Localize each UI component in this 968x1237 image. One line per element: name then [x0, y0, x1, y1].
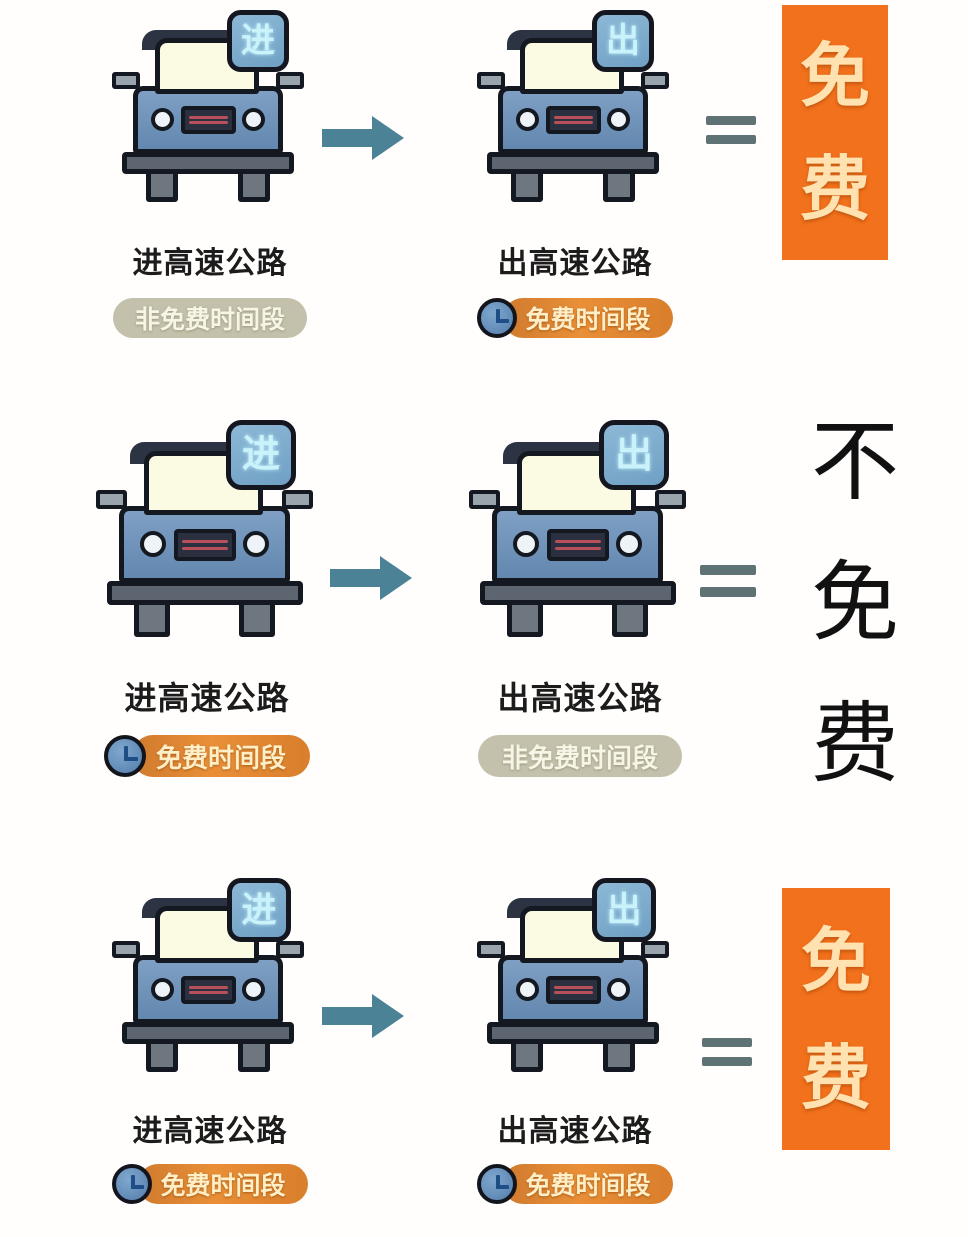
headlight-right-icon — [607, 978, 630, 1001]
car-bumper — [122, 152, 294, 174]
result-text-not-free-row2: 不 免 费 — [810, 410, 899, 795]
entry-cell-row3: 进 进高速公路 免费时间段 — [60, 878, 360, 1204]
entry-cell-row2: 进 进高速公路 免费时间段 — [42, 420, 372, 777]
mirror-right-icon — [276, 72, 304, 89]
car-bumper — [480, 581, 676, 605]
rule-row-both-free: 进 进高速公路 免费时间段 — [0, 860, 968, 1237]
mirror-left-icon — [477, 72, 505, 89]
badge-entry-row2: 免费时间段 — [42, 735, 372, 777]
mirror-left-icon — [112, 941, 140, 958]
mirror-left-icon — [477, 941, 505, 958]
sign-exit-icon: 出 — [592, 10, 654, 72]
car-grille — [546, 976, 601, 1004]
car-illustration-entry-row3: 进 — [100, 878, 320, 1090]
headlight-left-icon — [140, 531, 166, 557]
headlight-right-icon — [243, 531, 269, 557]
sign-exit-icon: 出 — [599, 420, 669, 490]
headlight-right-icon — [242, 108, 265, 131]
badge-label-free: 免费时间段 — [503, 298, 673, 338]
caption-entry-row1: 进高速公路 — [132, 247, 288, 280]
car-bumper — [122, 1022, 294, 1044]
car-grille — [546, 106, 601, 134]
car-grille — [547, 529, 609, 561]
headlight-right-icon — [242, 978, 265, 1001]
headlight-left-icon — [151, 108, 174, 131]
rule-row-free-exit: 进 进高速公路 非免费时间段 — [0, 0, 968, 400]
car-grille — [181, 976, 236, 1004]
arrow-right-icon-row3 — [322, 988, 406, 1049]
exit-cell-row3: 出 出高速公路 免费时间段 — [425, 878, 725, 1204]
headlight-left-icon — [151, 978, 174, 1001]
badge-exit-row1: 免费时间段 — [425, 298, 725, 338]
clock-icon — [477, 298, 518, 338]
exit-cell-row2: 出 出高速公路 非免费时间段 — [415, 420, 745, 777]
car-bumper — [487, 152, 659, 174]
result-block-free-row1: 免 费 — [782, 5, 888, 260]
car-illustration-exit-row3: 出 — [465, 878, 685, 1090]
caption-exit-row1: 出高速公路 — [497, 247, 653, 280]
car-grille — [174, 529, 236, 561]
entry-cell-row1: 进 进高速公路 非免费时间段 — [60, 10, 360, 338]
sign-enter-icon: 进 — [227, 878, 291, 942]
clock-icon — [103, 735, 146, 777]
mirror-left-icon — [112, 72, 140, 89]
car-illustration-exit-row2: 出 — [455, 420, 705, 655]
badge-label-free: 免费时间段 — [131, 735, 310, 777]
badge-label-not-free: 非免费时间段 — [477, 735, 682, 777]
mirror-left-icon — [96, 490, 127, 509]
car-illustration-exit-row1: 出 — [465, 10, 685, 220]
mirror-right-icon — [655, 490, 686, 509]
headlight-left-icon — [516, 108, 539, 131]
badge-entry-row3: 免费时间段 — [60, 1164, 360, 1204]
headlight-left-icon — [513, 531, 539, 557]
mirror-right-icon — [641, 941, 669, 958]
car-bumper — [487, 1022, 659, 1044]
headlight-right-icon — [607, 108, 630, 131]
caption-exit-row3: 出高速公路 — [497, 1115, 653, 1148]
mirror-right-icon — [641, 72, 669, 89]
badge-entry-row1: 非免费时间段 — [60, 298, 360, 338]
arrow-right-icon-row2 — [330, 550, 414, 611]
caption-entry-row3: 进高速公路 — [132, 1115, 288, 1148]
result-block-free-row3: 免 费 — [782, 888, 890, 1150]
equals-sign-row2 — [700, 565, 756, 597]
badge-label-free: 免费时间段 — [503, 1164, 673, 1204]
headlight-right-icon — [616, 531, 642, 557]
car-bumper — [107, 581, 303, 605]
clock-icon — [112, 1164, 153, 1204]
car-illustration-entry-row1: 进 — [100, 10, 320, 220]
arrow-right-icon-row1 — [322, 110, 406, 171]
badge-label-free: 免费时间段 — [138, 1164, 308, 1204]
badge-label-not-free: 非免费时间段 — [112, 298, 307, 338]
exit-cell-row1: 出 出高速公路 免费时间段 — [425, 10, 725, 338]
equals-sign-row3 — [702, 1038, 752, 1066]
mirror-right-icon — [282, 490, 313, 509]
badge-exit-row2: 非免费时间段 — [415, 735, 745, 777]
car-grille — [181, 106, 236, 134]
sign-exit-icon: 出 — [592, 878, 656, 942]
headlight-left-icon — [516, 978, 539, 1001]
rule-row-not-free: 进 进高速公路 免费时间段 — [0, 400, 968, 860]
car-illustration-entry-row2: 进 — [82, 420, 332, 655]
mirror-right-icon — [276, 941, 304, 958]
sign-enter-icon: 进 — [226, 420, 296, 490]
caption-exit-row2: 出高速公路 — [497, 680, 663, 716]
equals-sign-row1 — [706, 116, 756, 144]
mirror-left-icon — [469, 490, 500, 509]
sign-enter-icon: 进 — [227, 10, 289, 72]
caption-entry-row2: 进高速公路 — [124, 680, 290, 716]
badge-exit-row3: 免费时间段 — [425, 1164, 725, 1204]
clock-icon — [477, 1164, 518, 1204]
